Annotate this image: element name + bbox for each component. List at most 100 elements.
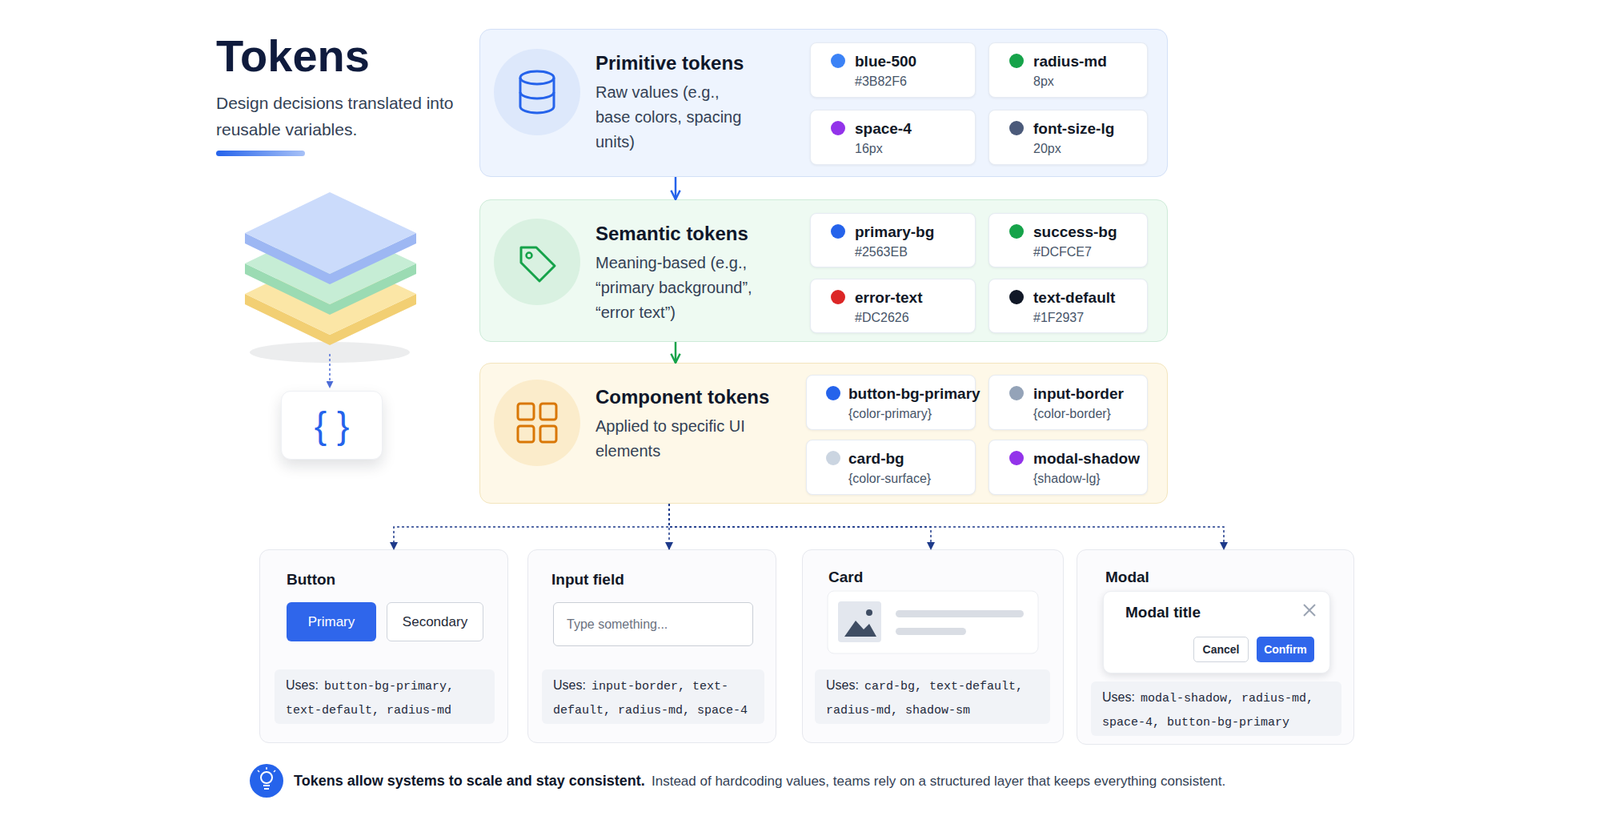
token-name: font-size-lg bbox=[1033, 119, 1146, 139]
token-name: modal-shadow bbox=[1033, 449, 1146, 469]
image-placeholder bbox=[866, 609, 873, 616]
layer-description: Raw values (e.g., base colors, spacing u… bbox=[595, 80, 744, 155]
uses-label: Uses: bbox=[1102, 689, 1135, 704]
token-value: #2563EB bbox=[854, 244, 974, 261]
icon-circle bbox=[493, 218, 581, 305]
note-lead: Tokens allow systems to scale and stay c… bbox=[293, 771, 646, 790]
connector-arrow bbox=[674, 176, 678, 200]
token-name: text-default bbox=[1033, 288, 1146, 308]
color-dot bbox=[1009, 53, 1024, 69]
token-chip: input-border{color-border} bbox=[988, 374, 1148, 430]
connector-arrow bbox=[669, 503, 931, 550]
color-dot bbox=[1009, 224, 1024, 239]
connector-arrow bbox=[669, 503, 1224, 550]
input-placeholder: Type something... bbox=[566, 617, 668, 632]
component-card: ModalModal titleCancelConfirmUses:modal-… bbox=[1076, 549, 1355, 745]
icon-circle bbox=[493, 48, 581, 136]
tag-icon bbox=[521, 247, 555, 281]
text-input: Type something... bbox=[553, 601, 754, 646]
image-placeholder bbox=[844, 620, 877, 637]
secondary-button: Secondary bbox=[386, 601, 484, 642]
stack-leader-line bbox=[328, 353, 331, 388]
diagram-title: Tokens bbox=[216, 30, 370, 82]
token-value: {color-primary} bbox=[848, 405, 974, 422]
token-usage-note: Uses:input-border, text-default, radius-… bbox=[541, 669, 765, 724]
token-chip: blue-500#3B82F6 bbox=[810, 42, 976, 98]
tag-icon bbox=[526, 252, 533, 259]
button-label: Cancel bbox=[1203, 642, 1240, 656]
token-name: input-border bbox=[1033, 384, 1146, 404]
token-name: button-bg-primary bbox=[848, 384, 974, 404]
component-title: Button bbox=[286, 569, 502, 590]
card-preview bbox=[827, 590, 1039, 654]
braces-symbol: { } bbox=[314, 403, 350, 447]
connector-arrow bbox=[674, 341, 678, 363]
stack-layer-top bbox=[244, 222, 417, 305]
note-body: Instead of hardcoding values, teams rely… bbox=[651, 772, 1226, 790]
stack-layer-top bbox=[244, 252, 417, 335]
color-dot bbox=[830, 53, 846, 69]
bulb-icon bbox=[260, 771, 273, 783]
token-value: #DCFCE7 bbox=[1033, 244, 1146, 261]
token-value: #1F2937 bbox=[1033, 309, 1146, 326]
token-chip: font-size-lg20px bbox=[988, 109, 1148, 165]
color-dot bbox=[1009, 289, 1024, 305]
grid-icon bbox=[517, 403, 534, 420]
bulb-icon bbox=[263, 784, 270, 786]
color-dot bbox=[1009, 450, 1024, 466]
stack-layer-top bbox=[244, 192, 417, 274]
accent-bar bbox=[216, 150, 305, 157]
token-value: #3B82F6 bbox=[854, 73, 974, 90]
database-icon bbox=[520, 77, 554, 113]
text-placeholder bbox=[895, 609, 1024, 618]
modal-window: Modal titleCancelConfirm bbox=[1102, 590, 1331, 674]
subtitle: Design decisions translated into reusabl… bbox=[216, 89, 457, 143]
component-card: ButtonPrimary SecondaryUses:button-bg-pri… bbox=[259, 549, 509, 743]
stack-shadow bbox=[249, 341, 410, 363]
token-name: card-bg bbox=[848, 449, 974, 469]
component-card: Input fieldType something... Uses:input-b… bbox=[527, 549, 777, 743]
color-dot bbox=[826, 450, 841, 466]
token-value: 16px bbox=[854, 140, 974, 157]
token-layer-band: Semantic tokensMeaning-based (e.g., “pri… bbox=[479, 199, 1168, 342]
color-dot bbox=[826, 385, 841, 401]
token-chip: radius-md8px bbox=[988, 42, 1148, 98]
token-name: error-text bbox=[854, 288, 974, 308]
color-dot bbox=[830, 224, 846, 239]
token-usage-note: Uses:button-bg-primary, text-default, ra… bbox=[274, 669, 495, 724]
bulb-circle bbox=[249, 763, 284, 798]
token-chip: error-text#DC2626 bbox=[810, 278, 976, 333]
confirm-button: Confirm bbox=[1256, 636, 1315, 662]
bulb-ray bbox=[257, 769, 260, 772]
color-dot bbox=[1009, 385, 1024, 401]
uses-label: Uses: bbox=[553, 677, 586, 692]
token-usage-note: Uses:card-bg, text-default, radius-md, s… bbox=[814, 669, 1051, 724]
connector-arrow bbox=[668, 503, 670, 550]
stack-layer-side bbox=[244, 263, 417, 315]
connector-arrow bbox=[393, 503, 670, 550]
code-braces-box: { } bbox=[280, 390, 383, 460]
uses-label: Uses: bbox=[826, 677, 859, 692]
token-chip: primary-bg #2563EB bbox=[810, 212, 976, 268]
color-dot bbox=[830, 289, 846, 305]
token-value: 20px bbox=[1033, 140, 1146, 157]
bulb-ray bbox=[273, 769, 276, 772]
image-placeholder bbox=[838, 601, 882, 642]
token-layer-band: Component tokensApplied to specific UI e… bbox=[479, 362, 1168, 504]
token-name: primary-bg bbox=[854, 222, 974, 242]
component-title: Card bbox=[828, 567, 1057, 587]
component-title: Input field bbox=[551, 569, 770, 590]
token-chip: modal-shadow{shadow-lg} bbox=[988, 439, 1148, 495]
text-placeholder bbox=[895, 627, 967, 635]
layer-description: Applied to specific UI elements bbox=[595, 413, 748, 464]
token-value: #DC2626 bbox=[854, 309, 974, 326]
bulb-ray bbox=[265, 766, 268, 770]
token-chip: success-bg #DCFCE7 bbox=[988, 212, 1148, 268]
layer-description: Meaning-based (e.g., “primary background… bbox=[595, 250, 796, 325]
color-dot bbox=[1009, 120, 1024, 136]
uses-label: Uses: bbox=[285, 677, 319, 692]
token-name: success-bg bbox=[1033, 222, 1146, 242]
button-label: Primary bbox=[308, 613, 356, 630]
